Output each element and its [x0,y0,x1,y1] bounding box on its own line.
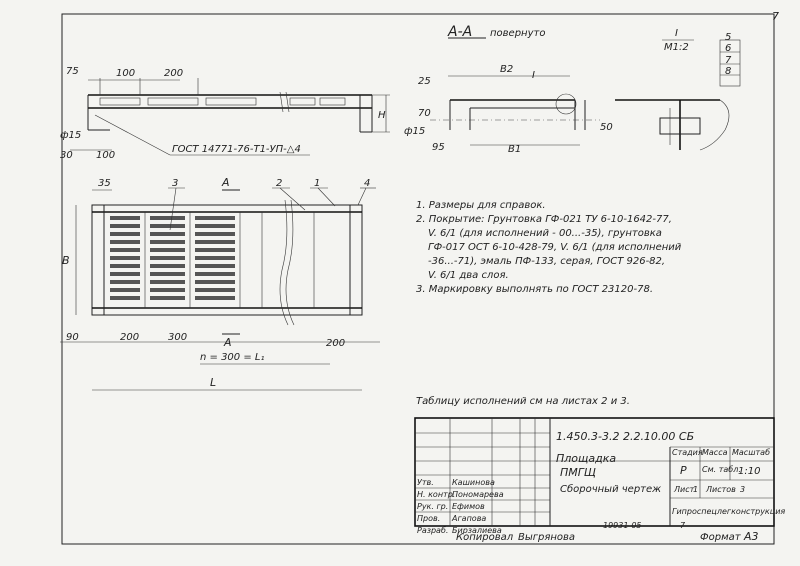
product-name-2: ПМГЩ [560,466,596,479]
callout-2: 2 [276,178,282,189]
detail-callout-circle [555,93,577,115]
note-line-7: 3. Маркировку выполнять по ГОСТ 23120-78… [416,284,653,295]
doc-code: 1.450.3-3.2 2.2.10.00 СБ [556,430,694,443]
dim-35: 35 [98,178,111,189]
role-norm-control: Н. контр. [417,490,455,499]
dim-70: 70 [418,108,431,119]
product-name-1: Площадка [556,452,616,465]
detail-label: I [675,28,678,39]
dim-section-phi15: ф15 [404,126,425,137]
dim-200: 200 [164,68,183,79]
plan-view: 35 3 2 1 4 А А В 90 200 300 200 n = 300 … [60,176,380,391]
inventory-number: 19931-05 [603,521,642,530]
title-block: 1.450.3-3.2 2.2.10.00 СБ Площадка ПМГЩ С… [414,417,785,535]
col-stage: Стадия [672,448,703,457]
detail-scale: М1:2 [664,42,689,53]
weld-note: ГОСТ 14771-76-Т1-УП-△4 [172,144,301,155]
dim-25: 25 [418,76,431,87]
callout-7: 7 [725,55,732,66]
callout-8: 8 [725,66,731,77]
note-line-1: 1. Размеры для справок. [416,200,546,211]
dim-95: 95 [432,142,445,153]
dim-75: 75 [66,66,79,77]
role-checked: Пров. [417,514,440,523]
dim-B2: В2 [500,64,513,75]
side-elevation-view: 75 100 200 ф15 30 100 ГОСТ 14771-76-Т1-У… [60,66,390,161]
note-line-3: V. 6/1 (для исполнений - 00...-35), грун… [428,228,662,239]
note-line-6: V. 6/1 два слоя. [428,270,509,281]
role-approved: Утв. [417,478,434,487]
dim-n300: n = 300 = L₁ [200,352,264,363]
dim-200-left: 200 [120,332,139,343]
detail-ref-I: I [532,70,535,81]
callout-3: 3 [172,178,178,189]
dim-50: 50 [600,122,613,133]
callout-6: 6 [725,43,731,54]
format-value: А3 [743,530,759,543]
page-number: 7 [772,10,779,23]
callout-1: 1 [314,178,320,189]
page-number-bottom: 7 [680,521,686,530]
sheets-label: Листов [705,485,736,494]
dim-30: 30 [60,150,73,161]
name-checked: Агапова [451,514,486,523]
note-line-5: -36...-71), эмаль ПФ-133, серая, ГОСТ 92… [428,256,665,267]
col-mass: Масса [702,448,728,457]
dim-200-right: 200 [326,338,345,349]
grating-slots [110,216,235,300]
dim-100b: 100 [96,150,115,161]
callout-5: 5 [725,32,731,43]
product-name-3: Сборочный чертеж [560,483,661,495]
notes-block: 1. Размеры для справок. 2. Покрытие: Гру… [416,200,682,295]
section-a-a: А-А повернуто В2 В1 25 70 ф15 95 I [404,24,600,155]
section-mark-top: А [221,176,230,189]
role-group-lead: Рук. гр. [417,502,448,511]
detail-I-view: I М1:2 50 5 6 7 8 [600,28,741,151]
role-developed: Разраб. [417,526,448,535]
sheets-count: 3 [740,485,745,494]
dim-300: 300 [168,332,187,343]
dim-phi15: ф15 [60,130,81,141]
dim-B: В [62,254,70,267]
table-note: Таблицу исполнений см на листах 2 и 3. [416,395,630,407]
detail-callout-list: 5 6 7 8 [719,32,741,87]
organization: Гипроспецлегконструкция [672,507,785,516]
dim-90: 90 [66,332,79,343]
sheet-number: 1 [693,485,698,494]
section-note: повернуто [490,28,545,39]
plan-outline [91,204,363,316]
name-norm-control: Пономарева [452,490,504,499]
dim-B1: В1 [508,144,521,155]
section-mark-bottom: А [223,336,232,349]
copied-label: Копировал [456,532,514,543]
sheet-label: Лист [673,485,695,494]
dim-L: L [210,376,216,389]
stage-value: Р [680,464,687,477]
section-title: А-А [447,24,472,40]
sheet-frame [61,13,775,545]
mass-value: См. табл. [702,465,741,474]
name-approved: Кашинова [452,478,495,487]
format-label: Формат [700,532,742,543]
scale-value: 1:10 [738,466,760,477]
callout-4: 4 [364,178,370,189]
col-scale: Масштаб [732,448,770,457]
name-group-lead: Ефимов [452,502,485,511]
copied-name: Выгрянова [518,532,575,543]
note-line-4: ГФ-017 ОСТ 6-10-428-79, V. 6/1 (для испо… [428,242,682,253]
note-line-2: 2. Покрытие: Грунтовка ГФ-021 ТУ 6-10-16… [416,214,672,225]
dim-H: Н [378,110,386,121]
dim-100: 100 [116,68,135,79]
name-developed: Бирзалиева [452,526,502,535]
